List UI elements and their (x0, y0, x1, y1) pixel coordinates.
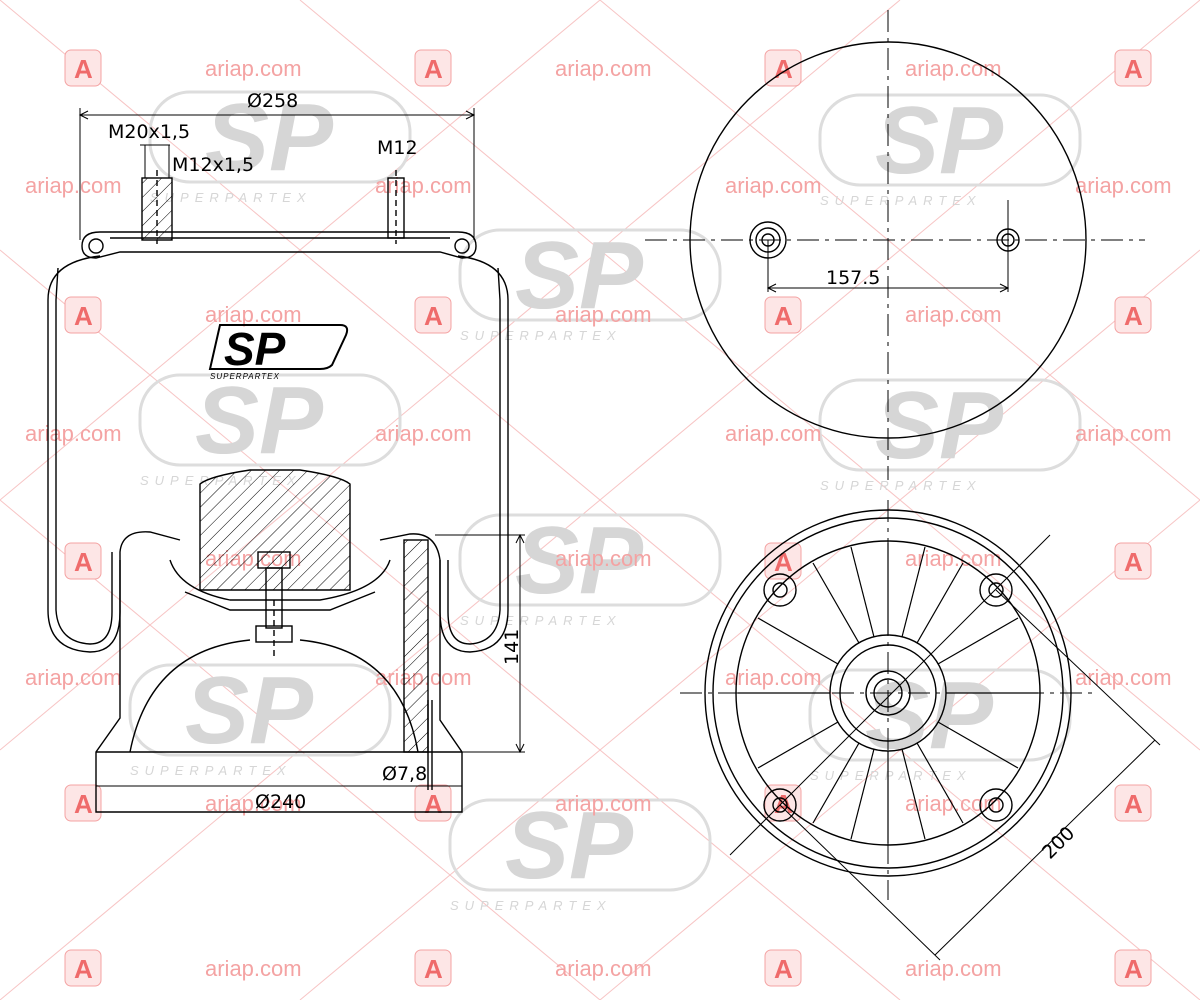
svg-text:A: A (424, 301, 443, 331)
dimension-height: 141 (501, 629, 523, 665)
svg-text:SP: SP (505, 792, 634, 899)
svg-text:SP: SP (205, 84, 334, 191)
dimension-hole-diameter: Ø7,8 (382, 763, 427, 785)
svg-text:A: A (74, 789, 93, 819)
svg-text:ariap.com: ariap.com (25, 421, 122, 446)
air-fitting (141, 170, 173, 244)
bottom-view (680, 500, 1161, 961)
svg-text:SUPERPARTEX: SUPERPARTEX (210, 372, 280, 381)
svg-text:SUPERPARTEX: SUPERPARTEX (130, 763, 292, 778)
dimension-thread-small: M12x1,5 (172, 154, 254, 176)
svg-text:A: A (74, 301, 93, 331)
svg-text:ariap.com: ariap.com (1075, 421, 1172, 446)
svg-text:SP: SP (865, 662, 994, 769)
svg-text:ariap.com: ariap.com (555, 546, 652, 571)
center-bolt (255, 551, 293, 660)
svg-text:SUPERPARTEX: SUPERPARTEX (820, 193, 982, 208)
piston (95, 539, 463, 813)
svg-text:SUPERPARTEX: SUPERPARTEX (820, 478, 982, 493)
dimension-diagonal-spacing: 200 (1038, 822, 1079, 863)
dimension-bolt-spacing: 157.5 (826, 267, 880, 289)
svg-text:ariap.com: ariap.com (375, 173, 472, 198)
svg-text:A: A (424, 54, 443, 84)
svg-text:ariap.com: ariap.com (1075, 173, 1172, 198)
watermark-sp-logo: SP SUPERPARTEX (458, 222, 722, 343)
svg-text:ariap.com: ariap.com (555, 791, 652, 816)
dimension-bottom-diameter: Ø240 (255, 791, 306, 813)
svg-text:A: A (1124, 54, 1143, 84)
svg-text:ariap.com: ariap.com (725, 173, 822, 198)
mounting-holes (763, 573, 1013, 822)
svg-text:A: A (774, 954, 793, 984)
svg-text:SP: SP (515, 222, 644, 329)
svg-text:A: A (774, 301, 793, 331)
svg-text:SUPERPARTEX: SUPERPARTEX (810, 768, 972, 783)
svg-text:SUPERPARTEX: SUPERPARTEX (450, 898, 612, 913)
svg-text:ariap.com: ariap.com (905, 956, 1002, 981)
watermark-sp-logo: SP SUPERPARTEX (128, 657, 392, 778)
svg-text:ariap.com: ariap.com (205, 956, 302, 981)
svg-text:A: A (74, 954, 93, 984)
svg-text:A: A (1124, 954, 1143, 984)
svg-text:A: A (774, 547, 793, 577)
svg-text:ariap.com: ariap.com (375, 421, 472, 446)
watermark-sp-logo: SP SUPERPARTEX (448, 792, 712, 913)
dimension-top-diameter: Ø258 (247, 90, 298, 112)
svg-text:ariap.com: ariap.com (555, 302, 652, 327)
svg-text:ariap.com: ariap.com (205, 56, 302, 81)
top-view (645, 10, 1145, 480)
side-section-view (47, 170, 509, 813)
dimension-thread-large: M20x1,5 (108, 121, 190, 143)
svg-text:SP: SP (185, 657, 314, 764)
svg-text:ariap.com: ariap.com (25, 665, 122, 690)
svg-text:ariap.com: ariap.com (905, 791, 1002, 816)
watermark-sp-logos: SP SUPERPARTEX SP SUPERPARTEX SP SUPERPA… (128, 84, 1082, 913)
svg-text:A: A (74, 54, 93, 84)
mounting-stud (387, 170, 405, 244)
svg-text:SP: SP (875, 372, 1004, 479)
svg-text:ariap.com: ariap.com (905, 546, 1002, 571)
svg-text:SP: SP (195, 367, 324, 474)
svg-text:SP: SP (224, 323, 286, 375)
svg-text:ariap.com: ariap.com (1075, 665, 1172, 690)
watermark-sp-logo: SP SUPERPARTEX (148, 84, 412, 205)
svg-text:ariap.com: ariap.com (555, 956, 652, 981)
svg-text:ariap.com: ariap.com (205, 302, 302, 327)
side-view-dimensions (78, 108, 525, 812)
dimension-stud-thread: M12 (377, 137, 418, 159)
svg-text:A: A (74, 547, 93, 577)
sp-logo: SP SUPERPARTEX (208, 323, 349, 381)
svg-text:ariap.com: ariap.com (905, 56, 1002, 81)
svg-text:SUPERPARTEX: SUPERPARTEX (460, 613, 622, 628)
ribs (738, 543, 1038, 843)
svg-text:ariap.com: ariap.com (555, 56, 652, 81)
svg-text:A: A (1124, 547, 1143, 577)
rubber-bumper (169, 469, 391, 611)
air-bellow (47, 255, 509, 653)
svg-text:SP: SP (875, 87, 1004, 194)
svg-text:A: A (1124, 301, 1143, 331)
piston-base-outer (704, 509, 1072, 877)
svg-text:ariap.com: ariap.com (25, 173, 122, 198)
svg-text:ariap.com: ariap.com (725, 421, 822, 446)
svg-text:A: A (1124, 789, 1143, 819)
svg-text:SP: SP (515, 507, 644, 614)
svg-text:A: A (424, 789, 443, 819)
watermark-sp-logo: SP SUPERPARTEX (818, 372, 1082, 493)
watermark-sp-logo: SP SUPERPARTEX (818, 87, 1082, 208)
watermark-a-badges: A A A A A A A A A A A A A A A A A A A (64, 49, 1152, 987)
svg-text:SUPERPARTEX: SUPERPARTEX (460, 328, 622, 343)
svg-text:ariap.com: ariap.com (905, 302, 1002, 327)
svg-text:ariap.com: ariap.com (725, 665, 822, 690)
svg-text:SUPERPARTEX: SUPERPARTEX (150, 190, 312, 205)
svg-text:A: A (424, 954, 443, 984)
top-plate (81, 231, 477, 259)
svg-text:A: A (774, 54, 793, 84)
